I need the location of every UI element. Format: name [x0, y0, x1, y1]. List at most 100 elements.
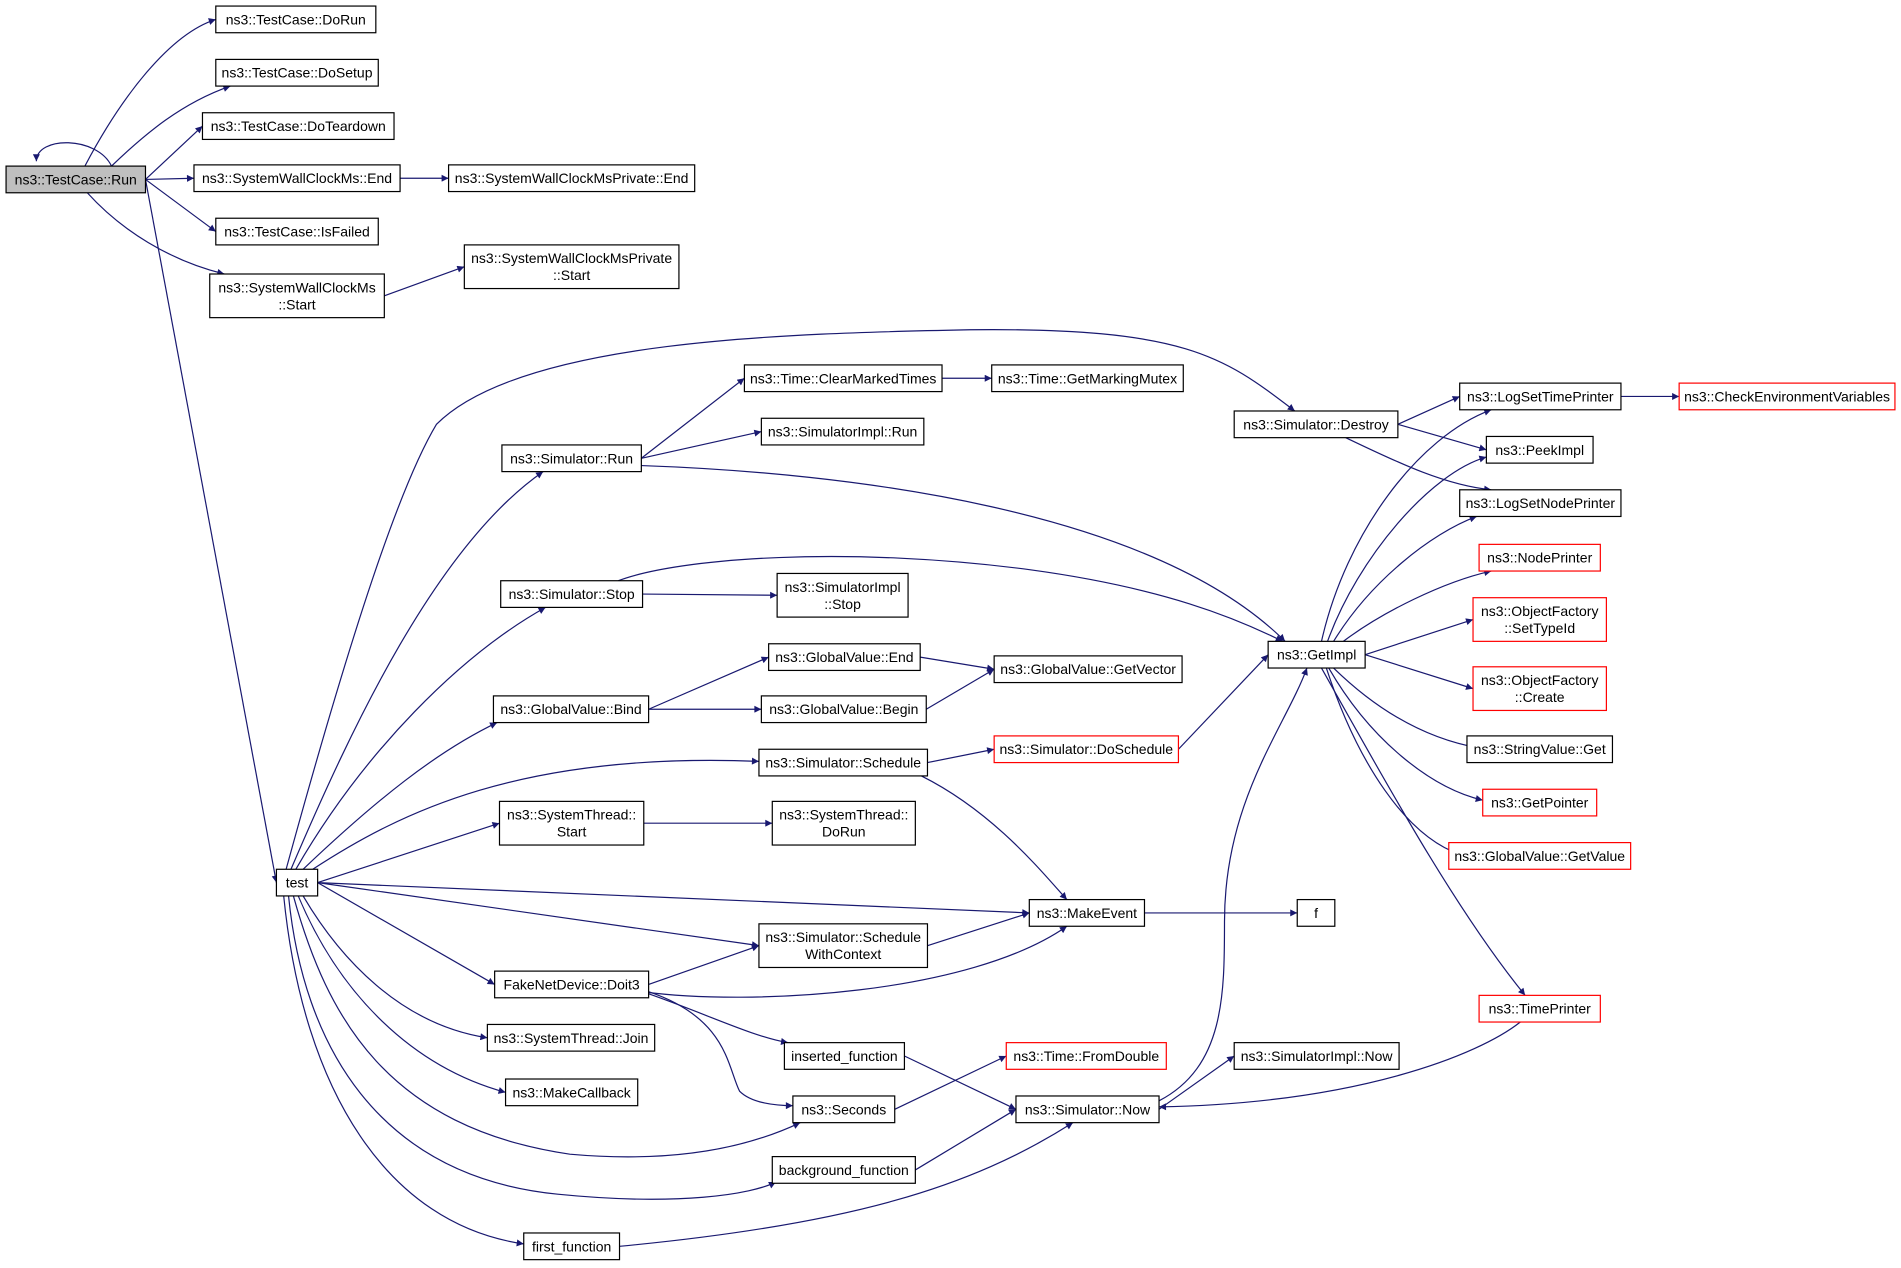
node-box [1015, 1095, 1160, 1124]
node-st-start[interactable]: ns3::SystemThread::Start [498, 800, 645, 846]
node-label: ns3::SimulatorImpl [785, 579, 901, 595]
nodes-layer: ns3::TestCase::Run ns3::TestCase::DoRunns… [5, 5, 1896, 1261]
edge-gv_begin-to-gv_getvector [925, 668, 995, 710]
node-makeevent[interactable]: ns3::MakeEvent [1028, 898, 1146, 927]
node-time-fromdouble[interactable]: ns3::Time::FromDouble [1005, 1042, 1167, 1070]
node-f[interactable]: f [1296, 898, 1336, 927]
node-makecallback[interactable]: ns3::MakeCallback [504, 1078, 639, 1107]
node-test[interactable]: test [275, 868, 319, 897]
node-time-clear[interactable]: ns3::Time::ClearMarkedTimes [743, 364, 943, 393]
edge-testcase_run-to-test [144, 179, 279, 883]
edge-sim_destroy-to-logsetnode [1345, 437, 1492, 493]
node-gv-getvalue[interactable]: ns3::GlobalValue::GetValue [1448, 841, 1632, 870]
node-label: ns3::GlobalValue::GetVector [1000, 661, 1176, 677]
node-simimpl-stop[interactable]: ns3::SimulatorImpl::Stop [776, 572, 909, 618]
node-sim-doschedule[interactable]: ns3::Simulator::DoSchedule [993, 735, 1180, 764]
edge-getimpl-to-getpointer [1328, 667, 1483, 802]
node-label: ns3::ObjectFactory [1481, 672, 1599, 688]
node-sim-schedule[interactable]: ns3::Simulator::Schedule [758, 748, 929, 777]
node-box [1028, 898, 1146, 927]
node-label: ns3::Time::FromDouble [1013, 1048, 1159, 1064]
node-simimpl-run[interactable]: ns3::SimulatorImpl::Run [760, 417, 925, 446]
node-swcp-end[interactable]: ns3::SystemWallClockMsPrivate::End [447, 164, 696, 193]
node-box [771, 1155, 916, 1184]
node-label: ns3::Simulator::Destroy [1243, 416, 1389, 432]
node-label: ns3::SystemWallClockMsPrivate [471, 250, 672, 266]
node-box [760, 417, 925, 446]
node-box [758, 923, 929, 969]
edge-sim_run-to-simimpl_run [641, 429, 762, 459]
node-label: ns3::SimulatorImpl::Run [768, 424, 917, 440]
node-of-settype[interactable]: ns3::ObjectFactory::SetTypeId [1472, 597, 1607, 642]
node-label: ns3::TestCase::DoRun [226, 11, 366, 27]
node-fake-doit3[interactable]: FakeNetDevice::Doit3 [494, 970, 650, 999]
node-peekimpl[interactable]: ns3::PeekImpl [1485, 435, 1594, 464]
node-gv-bind[interactable]: ns3::GlobalValue::Bind [492, 695, 650, 724]
node-box [1478, 994, 1601, 1023]
node-logsetnode[interactable]: ns3::LogSetNodePrinter [1459, 489, 1622, 518]
node-box [993, 735, 1180, 764]
node-seconds[interactable]: ns3::Seconds [792, 1095, 896, 1124]
node-box [501, 444, 642, 473]
node-time-mutex[interactable]: ns3::Time::GetMarkingMutex [991, 364, 1184, 393]
node-label: ns3::Seconds [801, 1101, 886, 1117]
node-label: ns3::Time::GetMarkingMutex [998, 370, 1177, 386]
edge-test-to-makecallback [297, 895, 506, 1094]
node-sim-stop[interactable]: ns3::Simulator::Stop [500, 580, 644, 608]
node-st-dorun[interactable]: ns3::SystemThread::DoRun [771, 800, 916, 846]
node-label: ns3::Simulator::Now [1025, 1101, 1151, 1117]
node-label: ::Stop [824, 596, 861, 612]
node-label: ns3::GlobalValue::Begin [769, 701, 918, 717]
node-logsettime[interactable]: ns3::LogSetTimePrinter [1459, 382, 1622, 411]
edge-sim_stop-to-simimpl_stop [642, 591, 778, 599]
node-simimpl-now[interactable]: ns3::SimulatorImpl::Now [1233, 1042, 1400, 1070]
node-sim-run[interactable]: ns3::Simulator::Run [501, 444, 642, 473]
edge-swc_start-to-swcp_start [384, 265, 465, 297]
node-checkenv[interactable]: ns3::CheckEnvironmentVariables [1678, 382, 1896, 411]
node-label: ns3::GetImpl [1277, 647, 1356, 663]
node-isfailed[interactable]: ns3::TestCase::IsFailed [215, 217, 379, 246]
node-st-join[interactable]: ns3::SystemThread::Join [486, 1023, 656, 1052]
node-of-create[interactable]: ns3::ObjectFactory::Create [1472, 666, 1607, 712]
node-label: ns3::TestCase::DoSetup [222, 65, 373, 81]
node-box [498, 800, 645, 846]
edge-getimpl-to-gv_getvalue [1325, 667, 1462, 856]
node-background[interactable]: background_function [771, 1155, 916, 1184]
node-getimpl[interactable]: ns3::GetImpl [1267, 640, 1366, 669]
node-dorun[interactable]: ns3::TestCase::DoRun [215, 5, 377, 34]
edge-sim_schedctx-to-makeevent [927, 911, 1030, 947]
edge-getimpl-to-nodeprinter [1342, 569, 1492, 642]
node-label: ns3::SystemWallClockMsPrivate::End [455, 170, 689, 186]
node-swc-end[interactable]: ns3::SystemWallClockMs::End [193, 164, 401, 193]
node-nodeprinter[interactable]: ns3::NodePrinter [1478, 543, 1601, 572]
node-sim-now[interactable]: ns3::Simulator::Now [1015, 1095, 1160, 1124]
node-swc-start[interactable]: ns3::SystemWallClockMs::Start [209, 273, 385, 319]
node-inserted[interactable]: inserted_function [783, 1042, 906, 1070]
node-sim-destroy[interactable]: ns3::Simulator::Destroy [1233, 410, 1399, 439]
node-box [201, 112, 395, 141]
node-gv-begin[interactable]: ns3::GlobalValue::Begin [760, 695, 927, 724]
node-dosetup[interactable]: ns3::TestCase::DoSetup [215, 58, 379, 87]
node-label: ns3::TestCase::IsFailed [224, 224, 370, 240]
edge-test-to-st_join [302, 895, 488, 1041]
node-box [1478, 543, 1601, 572]
node-gv-getvector[interactable]: ns3::GlobalValue::GetVector [993, 655, 1183, 684]
node-doteardown[interactable]: ns3::TestCase::DoTeardown [201, 112, 395, 141]
node-testcase-run[interactable]: ns3::TestCase::Run [5, 165, 147, 194]
node-label: ns3::LogSetTimePrinter [1467, 388, 1614, 404]
edge-test-to-background [287, 895, 777, 1200]
edge-test-to-fake_doit3 [317, 882, 495, 985]
node-box [492, 695, 650, 724]
node-getpointer[interactable]: ns3::GetPointer [1482, 788, 1598, 817]
node-first[interactable]: first_function [523, 1232, 621, 1261]
node-box [1678, 382, 1896, 411]
node-stringvalue-get[interactable]: ns3::StringValue::Get [1466, 735, 1614, 764]
edge-background-to-sim_now [915, 1108, 1017, 1171]
node-box [1459, 382, 1622, 411]
node-box [991, 364, 1184, 393]
node-timeprinter[interactable]: ns3::TimePrinter [1478, 994, 1601, 1023]
node-swcp-start[interactable]: ns3::SystemWallClockMsPrivate::Start [463, 244, 680, 290]
node-gv-end[interactable]: ns3::GlobalValue::End [768, 643, 921, 672]
node-box [1459, 489, 1622, 518]
